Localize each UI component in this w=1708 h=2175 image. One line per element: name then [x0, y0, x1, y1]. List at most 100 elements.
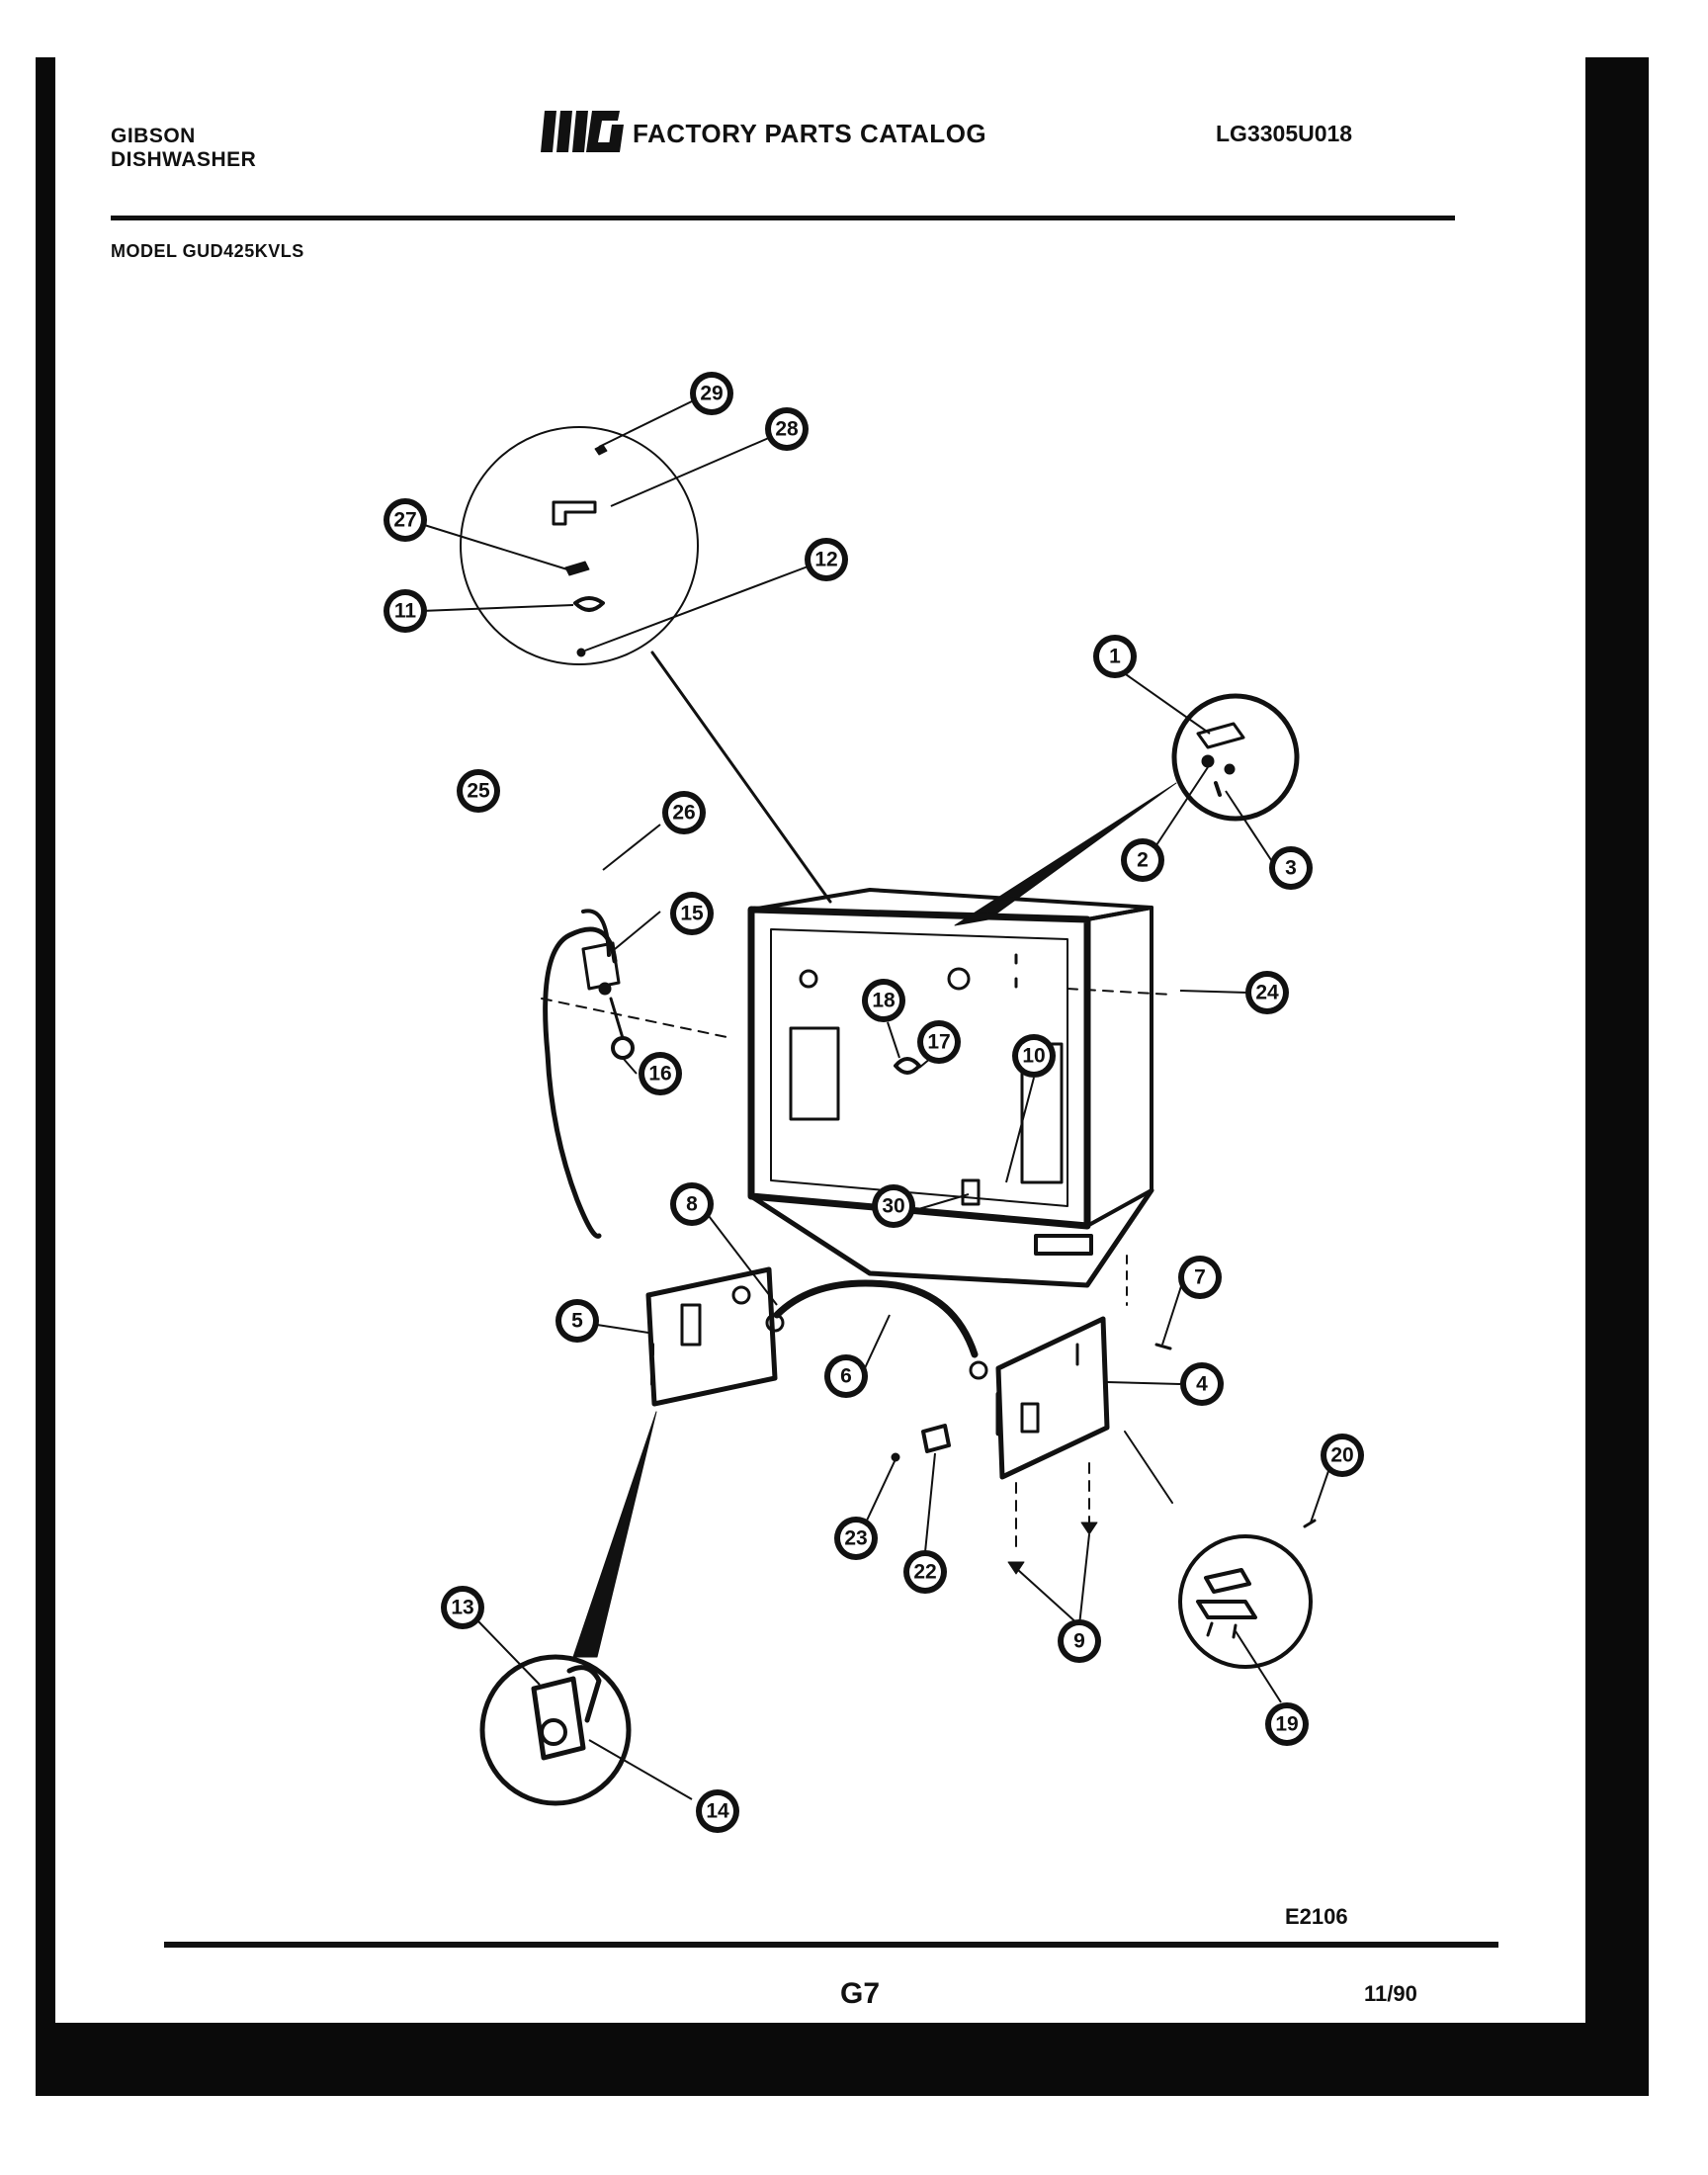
- detail-circle-top: [460, 426, 699, 665]
- callout-20: 20: [1321, 1434, 1364, 1477]
- callout-10: 10: [1012, 1034, 1056, 1078]
- callout-3: 3: [1269, 846, 1313, 890]
- callout-28: 28: [765, 407, 809, 451]
- detail-circle-bottom-left: [479, 1654, 632, 1806]
- detail-circle-bottom-right: [1178, 1534, 1313, 1669]
- callout-9-label: 9: [1073, 1630, 1085, 1653]
- brand-name: GIBSON: [111, 125, 196, 147]
- callout-16-label: 16: [648, 1063, 671, 1086]
- callout-15: 15: [670, 892, 714, 935]
- callout-26-label: 26: [672, 802, 695, 825]
- part-19-latch: [1196, 1600, 1257, 1619]
- callout-25: 25: [457, 769, 500, 813]
- part-callouts: 29 28 27 11 12 1 2 3 24 25 26 15 16 18 1…: [384, 372, 1364, 1833]
- part-13-switch: [531, 1676, 586, 1761]
- header-rule: [111, 216, 1455, 220]
- part-25-hose: [543, 926, 618, 1239]
- part-28-bracket: [552, 500, 597, 526]
- part-22-connector: [921, 1424, 951, 1453]
- callout-28-label: 28: [775, 418, 799, 441]
- callout-19: 19: [1265, 1702, 1309, 1746]
- callout-1: 1: [1093, 635, 1137, 678]
- callout-11-label: 11: [394, 600, 417, 623]
- callout-29: 29: [690, 372, 733, 415]
- part-9-screw-a: [1007, 1561, 1025, 1575]
- callout-13: 13: [441, 1586, 484, 1629]
- callout-6-label: 6: [840, 1365, 852, 1388]
- part-14-bracket: [566, 1665, 602, 1723]
- callout-29-label: 29: [700, 383, 723, 405]
- callout-8-label: 8: [686, 1193, 698, 1216]
- figure-id: E2106: [1285, 1904, 1348, 1929]
- leader-line: [650, 651, 832, 904]
- callout-16: 16: [639, 1052, 682, 1095]
- callout-10-label: 10: [1022, 1045, 1045, 1068]
- callout-6: 6: [824, 1354, 868, 1398]
- callout-14: 14: [696, 1789, 739, 1833]
- part-27-clip: [564, 561, 590, 576]
- part-15-bracket: [581, 941, 621, 991]
- product-name: DISHWASHER: [111, 148, 257, 171]
- part-6-harness: [773, 1279, 979, 1358]
- tub-right-side: [1085, 906, 1153, 1228]
- callout-7-label: 7: [1194, 1266, 1206, 1289]
- leader-wedge: [954, 782, 1177, 926]
- revision-date: 11/90: [1364, 1981, 1417, 2006]
- callout-12: 12: [805, 538, 848, 581]
- callout-4-label: 4: [1196, 1373, 1208, 1396]
- callout-22: 22: [903, 1550, 947, 1594]
- catalog-number: LG3305U018: [1216, 121, 1353, 146]
- model-number: MODEL GUD425KVLS: [111, 241, 304, 261]
- callout-2-label: 2: [1137, 849, 1149, 872]
- part-17-valve: [894, 1057, 921, 1075]
- callout-11: 11: [384, 589, 427, 633]
- callout-23-label: 23: [844, 1527, 867, 1550]
- callout-30: 30: [872, 1184, 915, 1228]
- part-5-panel: [645, 1266, 778, 1407]
- catalog-title: FACTORY PARTS CATALOG: [633, 119, 987, 148]
- callout-19-label: 19: [1275, 1713, 1298, 1736]
- callout-23: 23: [834, 1517, 878, 1560]
- callout-13-label: 13: [451, 1597, 473, 1619]
- leader-wedge-bottom: [572, 1411, 657, 1658]
- part-12-pin: [576, 648, 586, 657]
- callout-1-label: 1: [1109, 646, 1121, 668]
- part-16-nut: [611, 1036, 635, 1060]
- part-11-cam: [573, 596, 605, 612]
- callout-24: 24: [1245, 971, 1289, 1014]
- callout-8: 8: [670, 1182, 714, 1226]
- callout-2: 2: [1121, 838, 1164, 882]
- callout-17: 17: [917, 1020, 961, 1064]
- callout-27-label: 27: [393, 509, 416, 532]
- callout-24-label: 24: [1255, 982, 1279, 1004]
- callout-27: 27: [384, 498, 427, 542]
- callout-26: 26: [662, 791, 706, 834]
- callout-12-label: 12: [814, 549, 837, 571]
- part-9-screw-b: [1080, 1522, 1098, 1535]
- wci-logo: [541, 111, 624, 152]
- callout-22-label: 22: [913, 1561, 936, 1584]
- tub-left-window: [789, 1026, 840, 1121]
- part-20-screw: [1303, 1519, 1317, 1528]
- page-number: G7: [839, 1977, 881, 2010]
- catalog-page: [55, 55, 1585, 2023]
- footer-rule: [164, 1942, 1498, 1948]
- callout-25-label: 25: [467, 780, 490, 803]
- part-4-panel: [995, 1316, 1110, 1480]
- callout-4: 4: [1180, 1362, 1224, 1406]
- callout-14-label: 14: [706, 1800, 729, 1823]
- callout-3-label: 3: [1285, 857, 1297, 880]
- callout-30-label: 30: [882, 1195, 904, 1218]
- header-brand-block: GIBSON DISHWASHER: [111, 125, 256, 172]
- part-7-screw: [1154, 1343, 1172, 1350]
- tub-bottom-edge: [748, 1187, 1154, 1288]
- callout-9: 9: [1058, 1619, 1101, 1663]
- callout-17-label: 17: [927, 1031, 950, 1054]
- callout-15-label: 15: [680, 903, 704, 925]
- tub-inner: [770, 928, 1068, 1207]
- part-1-hinge: [1196, 722, 1245, 749]
- callout-18: 18: [862, 979, 905, 1022]
- callout-20-label: 20: [1330, 1444, 1353, 1467]
- callout-5: 5: [555, 1299, 599, 1343]
